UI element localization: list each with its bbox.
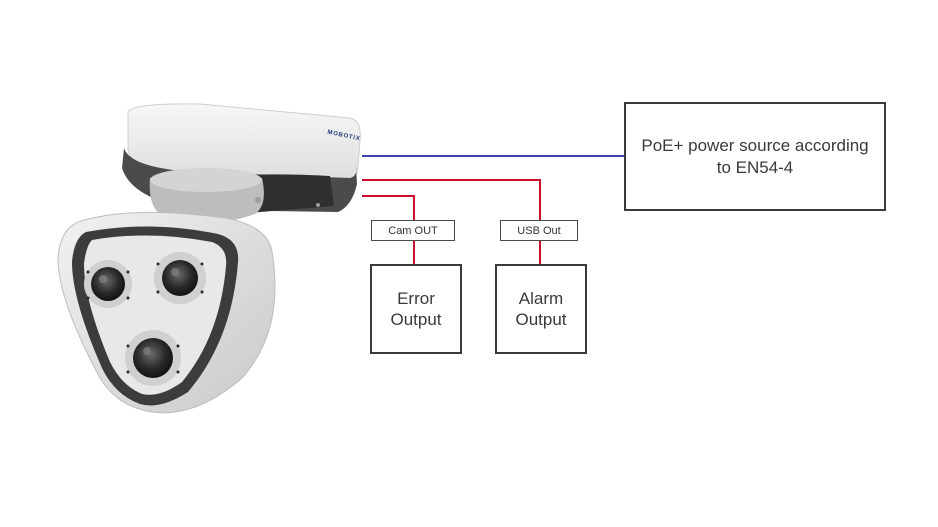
alarm-output-box: Alarm Output [495, 264, 587, 354]
usb-out-label: USB Out [517, 224, 561, 237]
error-output-label: Error Output [390, 288, 442, 329]
poe-power-source-label: PoE+ power source according to EN54-4 [641, 136, 869, 177]
error-output-box: Error Output [370, 264, 462, 354]
poe-power-source-box: PoE+ power source according to EN54-4 [624, 102, 886, 211]
alarm-output-label: Alarm Output [515, 288, 567, 329]
dome-camera-icon [57, 103, 361, 414]
usb-out-connector: USB Out [500, 220, 578, 241]
cam-out-label: Cam OUT [388, 224, 438, 237]
cam-out-wire [362, 195, 415, 264]
cam-out-connector: Cam OUT [371, 220, 455, 241]
